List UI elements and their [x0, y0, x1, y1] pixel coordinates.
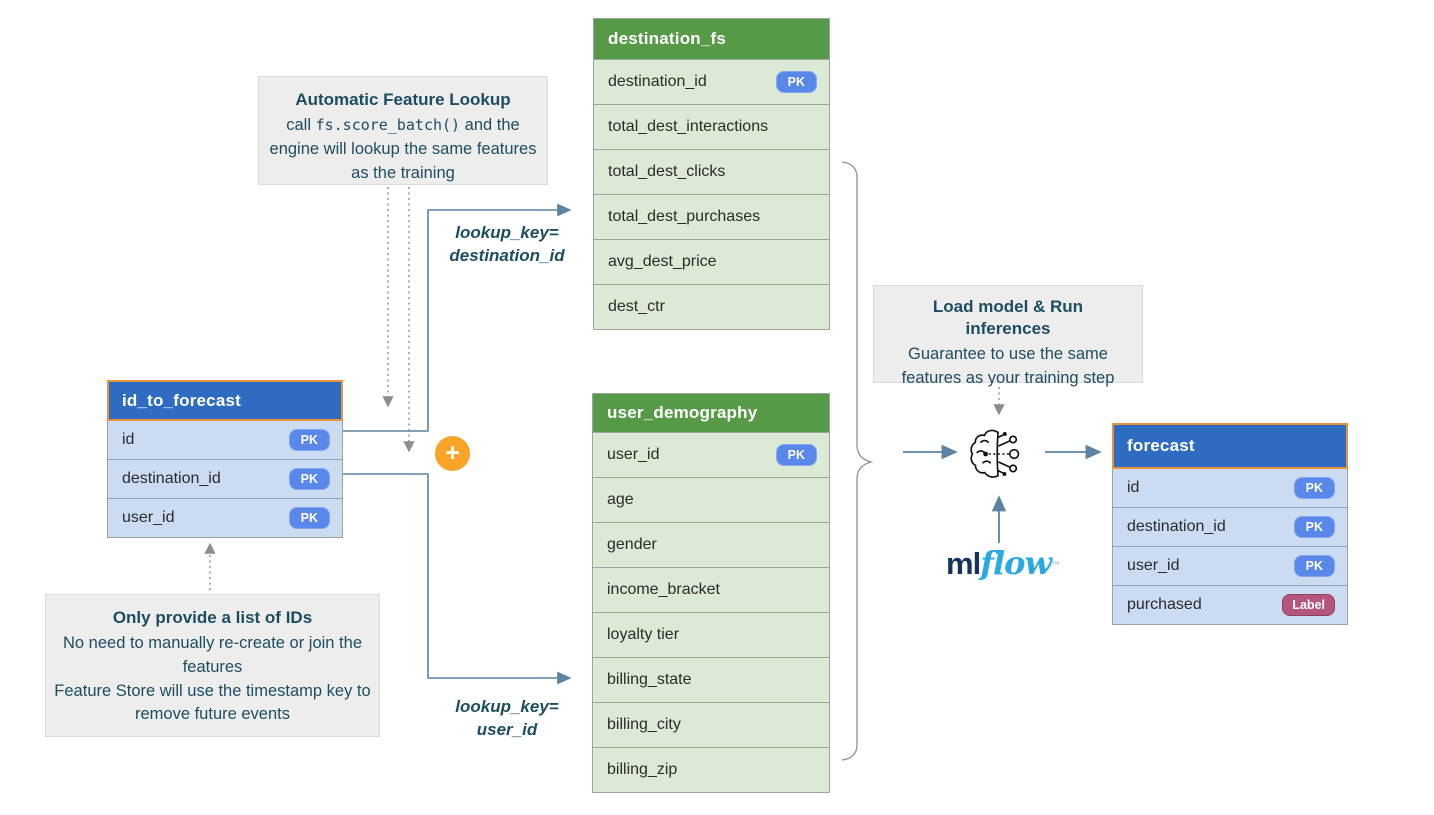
table-user-demography: user_demography user_id PK age gender income…: [592, 393, 830, 793]
column-name: dest_ctr: [608, 298, 665, 315]
column-name: purchased: [1127, 596, 1202, 613]
plus-join-icon: +: [435, 436, 470, 471]
pk-badge: PK: [1293, 515, 1335, 539]
column-name: total_dest_clicks: [608, 163, 726, 180]
brain-circuit-icon: [970, 429, 1020, 478]
trademark-symbol: ™: [1051, 559, 1060, 570]
table-row: id PK: [108, 420, 342, 459]
column-name: destination_id: [608, 73, 707, 90]
edge-label-line: destination_id: [449, 245, 565, 265]
table-row: total_dest_purchases: [594, 194, 829, 239]
table-row: id PK: [1113, 468, 1347, 507]
table-row: billing_state: [593, 657, 829, 702]
table-row: age: [593, 477, 829, 522]
column-name: total_dest_purchases: [608, 208, 761, 225]
pk-badge: PK: [288, 428, 330, 452]
code-snippet: fs.score_batch(): [315, 116, 461, 135]
note-load-model: Load model & Run inferences Guarantee to…: [873, 285, 1143, 387]
table-row: user_id PK: [108, 498, 342, 537]
note-title: Load model & Run inferences: [932, 297, 1084, 339]
pk-badge: PK: [288, 467, 330, 491]
table-row: purchased Label: [1113, 585, 1347, 624]
column-name: gender: [607, 536, 657, 553]
note-body: Feature Store will use the timestamp key…: [54, 681, 371, 724]
column-name: user_id: [607, 446, 660, 463]
table-title: forecast: [1112, 423, 1348, 469]
table-row: billing_zip: [593, 747, 829, 792]
table-row: billing_city: [593, 702, 829, 747]
table-destination-fs: destination_fs destination_id PK total_des…: [593, 18, 830, 330]
pk-badge: PK: [1293, 554, 1335, 578]
edge-label-lookup-destination: lookup_key= destination_id: [427, 222, 587, 268]
table-row: destination_id PK: [1113, 507, 1347, 546]
table-row: gender: [593, 522, 829, 567]
note-automatic-feature-lookup: Automatic Feature Lookup call fs.score_b…: [258, 76, 548, 185]
mlflow-logo-ml: ml: [946, 546, 981, 581]
note-body-text: and the engine will lookup the same feat…: [269, 116, 537, 182]
note-title: Only provide a list of IDs: [112, 608, 313, 627]
table-row: destination_id PK: [108, 459, 342, 498]
pk-badge: PK: [1293, 476, 1335, 500]
mlflow-logo-flow: flow: [980, 544, 1052, 582]
table-row: destination_id PK: [594, 59, 829, 104]
column-name: user_id: [122, 509, 175, 526]
table-row: loyalty tier: [593, 612, 829, 657]
edge-label-line: user_id: [476, 719, 538, 739]
note-title: Automatic Feature Lookup: [295, 90, 511, 109]
table-row: income_bracket: [593, 567, 829, 612]
column-name: loyalty tier: [607, 626, 680, 643]
edge-label-lookup-user: lookup_key= user_id: [427, 696, 587, 742]
column-name: billing_zip: [607, 761, 678, 778]
table-row: user_id PK: [1113, 546, 1347, 585]
pk-badge: PK: [288, 506, 330, 530]
curly-brace: [841, 161, 874, 761]
table-row: avg_dest_price: [594, 239, 829, 284]
column-name: billing_city: [607, 716, 681, 733]
note-body: No need to manually re-create or join th…: [63, 634, 362, 676]
column-name: age: [607, 491, 634, 508]
table-row: user_id PK: [593, 432, 829, 477]
column-name: user_id: [1127, 557, 1180, 574]
note-body-text: call: [286, 116, 316, 135]
table-title: destination_fs: [594, 19, 829, 59]
table-title: user_demography: [593, 394, 829, 432]
note-only-provide-ids: Only provide a list of IDs No need to ma…: [45, 594, 380, 737]
note-body: call fs.score_batch() and the engine wil…: [265, 114, 541, 185]
mlflow-logo: mlflow™: [938, 544, 1068, 582]
table-title: id_to_forecast: [107, 380, 343, 421]
column-name: total_dest_interactions: [608, 118, 769, 135]
column-name: income_bracket: [607, 581, 720, 598]
column-name: billing_state: [607, 671, 692, 688]
column-name: destination_id: [1127, 518, 1226, 535]
table-row: total_dest_clicks: [594, 149, 829, 194]
column-name: id: [122, 431, 135, 448]
label-badge: Label: [1282, 593, 1335, 617]
column-name: id: [1127, 479, 1140, 496]
column-name: avg_dest_price: [608, 253, 717, 270]
pk-badge: PK: [775, 443, 817, 467]
edge-label-line: lookup_key=: [455, 223, 559, 242]
edge-label-line: lookup_key=: [455, 697, 559, 716]
pk-badge: PK: [775, 70, 817, 94]
table-row: total_dest_interactions: [594, 104, 829, 149]
note-body: Guarantee to use the same features as yo…: [901, 345, 1115, 387]
column-name: destination_id: [122, 470, 221, 487]
table-row: dest_ctr: [594, 284, 829, 329]
